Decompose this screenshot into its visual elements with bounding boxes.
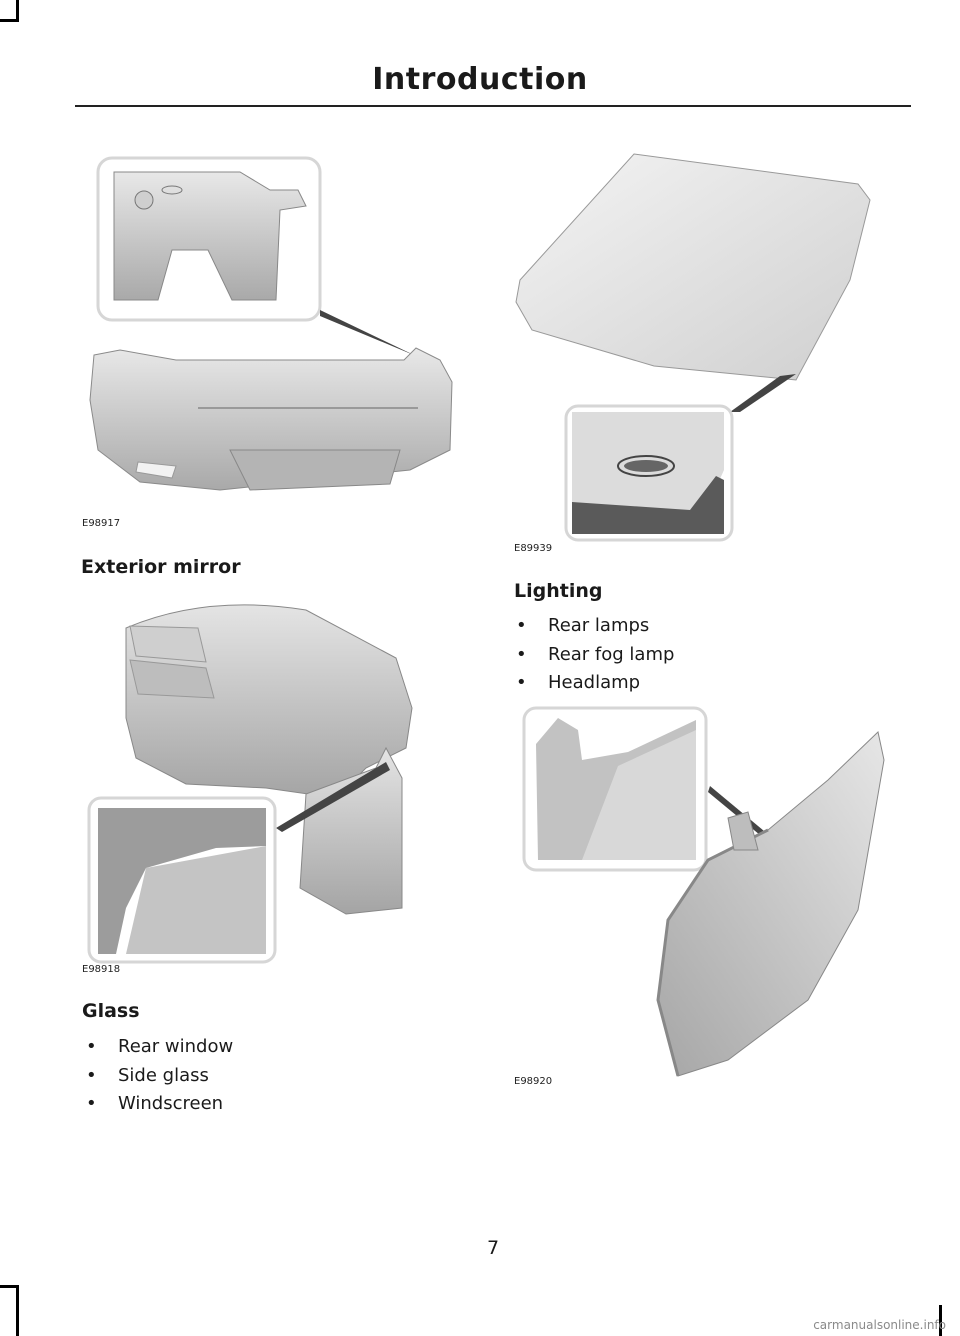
section-heading-lighting: Lighting [514,580,603,602]
watermark: carmanualsonline.info [813,1318,946,1332]
windscreen-illustration [515,153,871,542]
lighting-list: Rear lamps Rear fog lamp Headlamp [516,615,674,701]
figure-code: E98917 [82,518,121,529]
list-item: Rear fog lamp [516,644,674,673]
section-heading-glass: Glass [82,1000,140,1022]
list-item: Rear window [86,1036,233,1065]
list-item: Side glass [86,1065,233,1094]
figure-code: E89939 [514,543,553,554]
crop-mark [16,1288,19,1336]
list-item: Windscreen [86,1093,233,1122]
headlamp-illustration [522,706,885,1077]
crop-mark [0,1285,19,1288]
figure-code: E98918 [82,964,121,975]
header-rule [75,105,911,107]
rear-bumper-illustration [89,156,453,491]
page-title: Introduction [372,62,588,97]
list-item: Headlamp [516,672,674,701]
crop-mark [939,1305,942,1336]
list-item: Rear lamps [516,615,674,644]
crop-mark [0,19,19,22]
glass-list: Rear window Side glass Windscreen [86,1036,233,1122]
page-number: 7 [486,1237,500,1259]
crop-mark [16,0,19,22]
section-heading-exterior-mirror: Exterior mirror [81,556,241,578]
figure-code: E98920 [514,1076,553,1087]
exterior-mirror-illustration [87,604,413,964]
